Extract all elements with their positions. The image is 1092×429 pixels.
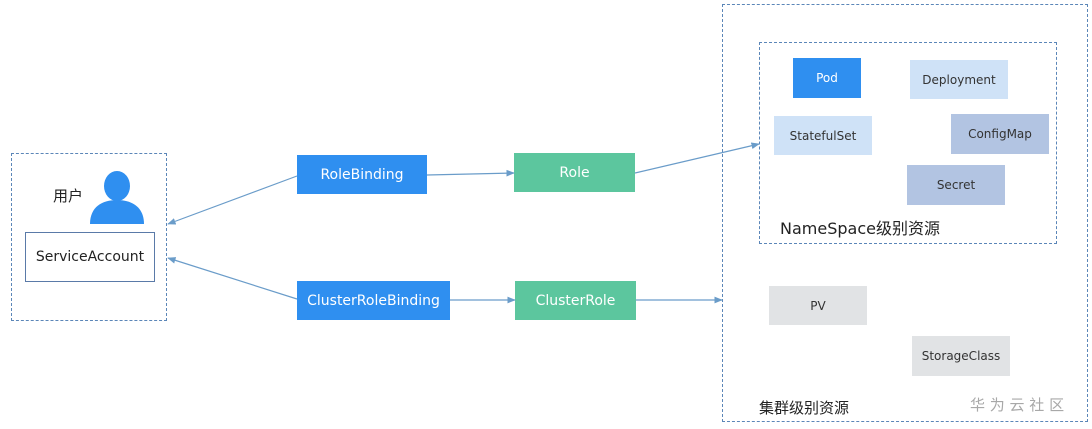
- role-label: Role: [559, 164, 590, 181]
- resource-statefulset-label: StatefulSet: [789, 128, 857, 143]
- resource-storageclass-label: StorageClass: [921, 349, 1001, 363]
- resource-pod-label: Pod: [816, 71, 838, 85]
- resource-statefulset[interactable]: StatefulSet: [774, 116, 872, 155]
- cluster-role-node[interactable]: ClusterRole: [515, 281, 636, 320]
- service-account-label: ServiceAccount: [35, 249, 145, 265]
- user-label: 用户: [53, 187, 84, 205]
- cluster-role-binding-node[interactable]: ClusterRoleBinding: [297, 281, 450, 320]
- resource-secret-label: Secret: [936, 178, 976, 192]
- namespace-resources-title: NameSpace级别资源: [780, 219, 940, 238]
- user-icon: [88, 167, 146, 225]
- cluster-resources-title: 集群级别资源: [759, 399, 850, 417]
- user-group-box: [11, 153, 167, 321]
- service-account-box[interactable]: ServiceAccount: [25, 232, 155, 282]
- resource-pv[interactable]: PV: [769, 286, 867, 325]
- watermark: 华 为 云 社 区: [970, 396, 1065, 414]
- resource-deployment-label: Deployment: [922, 72, 996, 87]
- role-binding-label: RoleBinding: [320, 166, 404, 183]
- cluster-role-binding-label: ClusterRoleBinding: [307, 292, 440, 309]
- resource-pv-label: PV: [810, 298, 826, 313]
- resource-deployment[interactable]: Deployment: [910, 60, 1008, 99]
- cluster-role-label: ClusterRole: [535, 292, 616, 309]
- resource-configmap[interactable]: ConfigMap: [951, 114, 1049, 154]
- cluster-resources-box: [722, 4, 1088, 422]
- resource-configmap-label: ConfigMap: [968, 127, 1032, 141]
- arrow-rolebinding-to-serviceaccount: [167, 175, 298, 225]
- resource-pod[interactable]: Pod: [793, 58, 861, 98]
- resource-secret[interactable]: Secret: [907, 165, 1005, 205]
- resource-storageclass[interactable]: StorageClass: [912, 336, 1010, 376]
- arrow-rolebinding-to-role: [426, 169, 515, 177]
- role-node[interactable]: Role: [514, 153, 635, 192]
- role-binding-node[interactable]: RoleBinding: [297, 155, 427, 194]
- arrow-clusterrolebinding-to-serviceaccount: [167, 257, 298, 300]
